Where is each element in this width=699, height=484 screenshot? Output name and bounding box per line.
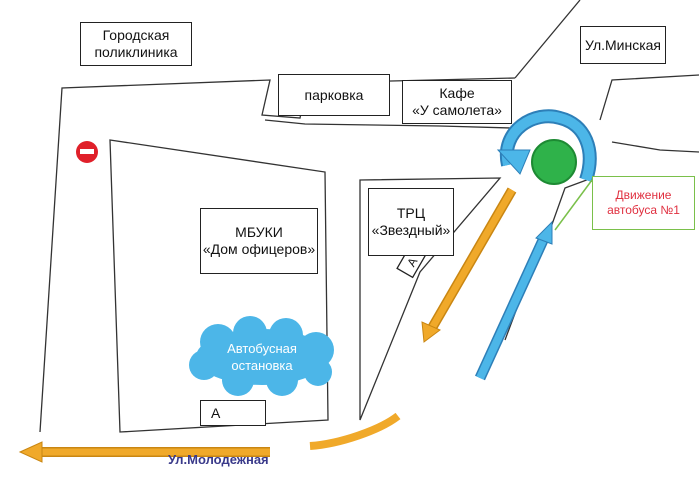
legend-line2: автобуса №1	[607, 203, 680, 217]
building-cafe: Кафе «У самолета»	[402, 80, 512, 124]
legend-line1: Движение	[615, 188, 672, 202]
bus-stop-cloud-icon	[189, 316, 334, 396]
building-polyclinic: Городская поликлиника	[80, 22, 192, 66]
bus-stop-line1: Автобусная	[227, 341, 297, 356]
road-edge	[109, 139, 329, 433]
road-edge	[611, 141, 699, 153]
route-arrow-west	[18, 441, 270, 463]
bus-stop-sign-officers-letter: А	[211, 404, 221, 421]
legend-connector	[554, 179, 593, 231]
street-minskaya: Ул.Минская	[580, 26, 666, 64]
building-mall: ТРЦ «Звездный»	[368, 188, 454, 256]
bus-route-arrow-north	[474, 220, 553, 381]
road-edge	[599, 74, 699, 121]
building-officers-house: МБУКИ «Дом офицеров»	[200, 208, 318, 274]
bus-stop-sign-officers: А	[200, 400, 266, 426]
parking-label: парковка	[304, 86, 364, 103]
building-parking: парковка	[278, 74, 390, 116]
street-minskaya-label: Ул.Минская	[584, 36, 662, 53]
no-entry-sign-icon	[76, 141, 98, 163]
route-arrow-south	[421, 187, 517, 343]
bus-stop-label: Автобусная остановка	[200, 340, 324, 374]
road-edge	[359, 177, 502, 421]
road-edge	[514, 0, 581, 79]
route-arc	[309, 412, 401, 450]
bus-stop-line2: остановка	[231, 358, 293, 373]
roundabout-center	[531, 139, 577, 185]
street-molodezhnaya: Ул.Молодежная	[168, 452, 269, 467]
polyclinic-line2: поликлиника	[94, 44, 178, 60]
polyclinic-line1: Городская	[102, 27, 170, 43]
officers-house-line2: «Дом офицеров»	[202, 241, 316, 257]
bus-route-legend: Движение автобуса №1	[592, 176, 695, 230]
roundabout	[496, 109, 597, 185]
cafe-line2: «У самолета»	[412, 102, 502, 118]
road-edge	[504, 177, 593, 341]
mall-line2: «Звездный»	[371, 222, 451, 238]
road-edge	[264, 119, 513, 129]
mall-line1: ТРЦ	[396, 205, 426, 221]
officers-house-line1: МБУКИ	[235, 224, 283, 240]
cafe-line1: Кафе	[439, 85, 475, 101]
